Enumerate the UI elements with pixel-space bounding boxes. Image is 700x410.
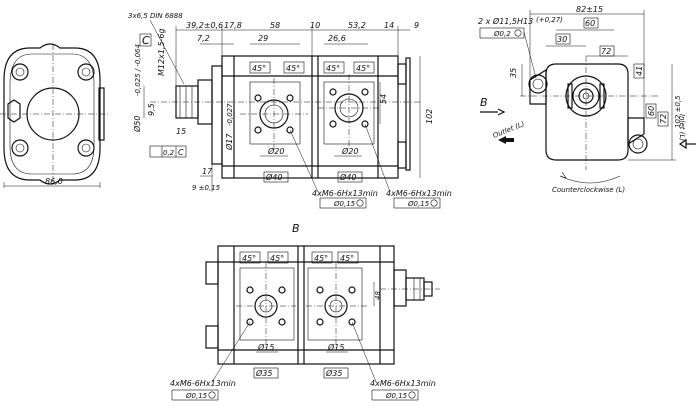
left-width-dim: 86,0 [45,177,63,186]
bottom-angle-4: 45° [340,254,354,263]
dim-17: 17 [202,167,213,176]
runout-datum: C [178,148,184,157]
side-thread-note-2: 4xM6-6Hx13min [386,189,452,198]
side-port-1: Ø20 [267,146,284,156]
dim-39-2: 39,2±0,6 [186,21,223,30]
flange-h60: 60 [647,106,656,116]
dim-10: 10 [310,21,320,30]
shaft-length: 9,5 [147,103,156,116]
bottom-pcd-2: Ø35 [325,368,342,378]
runout-value: 0,2 [163,149,175,157]
flange-30: 30 [557,35,567,44]
side-angle-2: 45° [286,64,300,73]
flange-pos-tol: Ø0,2 [493,30,511,38]
flange-60: 60 [585,19,595,28]
flange-h72: 72 [659,114,668,124]
flange-width: 82±15 [576,5,603,14]
angle-15: 15 [176,127,186,136]
spline-spec: 3x6,5 DIN 6888 [128,12,183,20]
right-flange-view: 82±15 60 30 72 2 x Ø11,5H13 (+0,27) Ø0,2… [478,5,696,194]
bottom-angle-3: 45° [314,254,328,263]
flange-holes-tol: (+0,27) [536,16,563,24]
side-angle-3: 45° [326,64,340,73]
dim-14: 14 [384,21,394,30]
rotation-label: Counterclockwise (L) [552,186,625,194]
shaft-tolerance: -0,025 / -0,064 [134,44,142,96]
bottom-port-2: Ø15 [327,342,344,352]
bottom-view-b: B 45° 4 [170,222,440,401]
side-angle-1: 45° [252,64,266,73]
bottom-angle-2: 45° [270,254,284,263]
bottom-angle-1: 45° [242,254,256,263]
dim-58: 58 [270,21,280,30]
flange-72: 72 [601,47,611,56]
shaft-diameter: Ø50 [132,116,142,133]
bottom-tol-2: Ø0,15 [385,392,408,400]
spigot-tol: -0,027 [226,103,234,126]
side-tol-2: Ø0,15 [407,200,430,208]
bottom-port-1: Ø15 [257,342,274,352]
dim-26-6: 26,6 [328,34,346,43]
side-angle-4: 45° [356,64,370,73]
bottom-pcd-1: Ø35 [255,368,272,378]
dim-9: 9 [414,21,419,30]
datum-c: C [142,34,150,47]
spigot-dia: Ø17 [224,133,234,151]
left-end-view: 86,0 [0,43,108,188]
flange-35: 35 [509,68,518,78]
inlet-label: Inlet (L) [678,114,686,141]
flange-holes: 2 x Ø11,5H13 [478,16,533,26]
dim-7-2: 7,2 [197,34,210,43]
side-pcd-2: Ø40 [339,172,356,182]
bottom-thread-note-1: 4xM6-6Hx13min [170,379,236,388]
bottom-view-title: B [292,222,300,235]
flange-41: 41 [635,66,644,76]
dim-54: 54 [379,94,388,104]
view-letter-b: B [480,96,488,109]
bottom-tol-1: Ø0,15 [185,392,208,400]
flange-h102: 102 ±0,5 [674,95,682,128]
dim-29: 29 [258,34,268,43]
dim-53-2: 53,2 [348,21,366,30]
height-102: 102 [425,109,434,124]
dim-17-8: 17,8 [224,21,242,30]
side-thread-note-1: 4xM6-6Hx13min [312,189,378,198]
bottom-dim-48: 48 [374,291,382,300]
bottom-thread-note-2: 4xM6-6Hx13min [370,379,436,388]
side-pcd-1: Ø40 [265,172,282,182]
outlet-label: Outlet (L) [492,120,526,140]
side-port-2: Ø20 [341,146,358,156]
thread-spec: M12x1,5-6g [157,28,166,76]
side-view: 45° 45° 45° 45° 3x6,5 DIN 6888 39,2±0,6 … [128,12,452,209]
side-tol-1: Ø0,15 [333,200,356,208]
dim-9-tol: 9 ±0,15 [192,184,221,192]
